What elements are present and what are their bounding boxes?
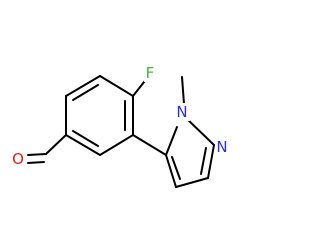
bond-c4p-c5p [165,154,177,188]
bond-c5-c6 [65,75,101,97]
fluorine-atom-label: F [146,64,155,82]
bond-n1-methyl [181,76,185,105]
nitrogen-methyl-atom-label: N [176,103,187,121]
atom-labels: F O N N [11,64,230,168]
oxygen-atom-label: O [12,150,24,168]
bond-n2-c3p-inner [200,147,207,175]
fluorine-label-bg [144,65,157,82]
oxygen-label-bg [11,150,26,168]
bond-cho-o [27,153,47,156]
bond-c4p-c5p-inner [171,156,181,180]
bond-c5-c6-inner [72,84,99,101]
bond-n1-n2 [184,116,215,146]
bond-c4-cho [45,134,67,155]
nitrogen-ring-label-bg [215,138,230,156]
bond-cho-o-double [27,161,45,164]
molecule-structure-diagram: F O N N [11,64,230,188]
bond-c2-c3 [99,134,134,156]
bond-lines [27,75,215,188]
bond-c3p-c4p [175,177,209,188]
nitrogen-methyl-label-bg [175,103,190,121]
bond-c3-c4-inner [72,130,99,147]
nitrogen-ring-atom-label: N [216,138,227,156]
bond-c6-c1 [99,75,134,97]
bond-c3-c4 [65,134,101,156]
bond-n2-c3p [207,144,215,179]
bond-c5p-n1 [165,126,178,156]
bond-c2-c5p [132,134,167,156]
